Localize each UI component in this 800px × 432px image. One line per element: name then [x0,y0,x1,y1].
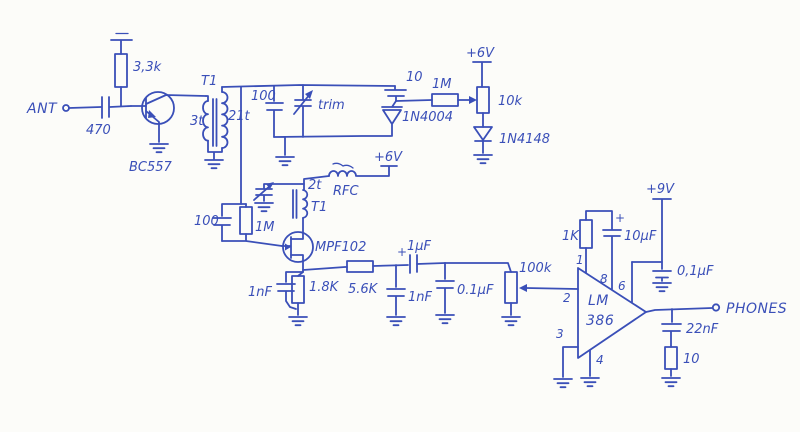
t1-primary-coil [202,100,209,142]
label-1n4148: 1N4148 [499,132,550,147]
label-10pf: 10 [406,70,423,85]
pot-100k [504,271,518,304]
gate-resistor-1m [239,206,253,235]
tuning-voltage: 1M +6V 10k 1N4148 [395,46,550,165]
capacitor-1nf-filter [386,264,406,316]
label-2t: 2t [308,178,322,193]
rfc-scribble [332,162,354,169]
capacitor-10uf [585,210,622,290]
diode-1n4148 [473,126,493,154]
label-3k3: 3,3k [133,60,162,75]
label-1k8: 1.8K [309,280,340,295]
label-10k: 10k [498,94,523,109]
resistor-10 [664,346,678,370]
wiper-arrow-100k [519,284,527,292]
opamp-triangle [577,267,647,359]
label-pin2: 2 [563,291,571,305]
resistor-5k6 [346,260,374,273]
tickler-core [292,189,298,219]
output-section: PHONES 22nF 10 [645,301,787,388]
tickler-coil [302,189,309,219]
label-1m: 1M [432,77,452,92]
label-phones: PHONES [726,301,787,317]
capacitor-01uf-supply [652,261,672,282]
regen-stage: +6V RFC 2t T1 100 1M MPF102 [194,150,403,273]
label-9v: +9V [646,182,675,197]
label-6v-tune: +6V [466,46,495,61]
label-pin4: 4 [596,353,604,367]
label-lm: LM [588,293,609,309]
label-mpf102: MPF102 [315,240,366,255]
label-1nf-filter: 1nF [408,290,433,305]
label-100-tank: 100 [251,89,276,104]
throttle-trimmer [255,183,305,202]
label-rfc: RFC [333,184,360,199]
capacitor-22nf [661,308,682,348]
t1-secondary-coil [221,91,229,149]
label-1nf-source: 1nF [248,285,273,300]
pnp-arrow [148,110,156,118]
diode-1n4004 [381,100,403,108]
resistor-1m [431,93,459,107]
fet-mpf102 [282,231,314,263]
gate-arrow [285,243,291,251]
label-pin3: 3 [556,327,564,341]
capacitor-1uf [409,254,418,274]
label-100k: 100k [519,261,552,276]
antenna-input: ANT 470 [26,96,132,138]
capacitor-100-tank [265,85,284,138]
capacitor-01uf-audio [435,262,455,314]
rfc-coil [328,170,357,177]
label-trim: trim [318,98,345,113]
label-21t: 21t [228,109,251,124]
phones-terminal [711,303,721,312]
label-01uf-audio: 0.1μF [457,283,494,298]
transformer-t1: T1 3t 21t [190,74,251,170]
resistor-1k8 [291,275,305,304]
label-1k: 1K [562,229,580,244]
capacitor-10 [384,85,407,102]
tank-circuit: 100 trim 10 1N4004 [221,70,453,205]
pot-10k [476,86,490,114]
label-ant: ANT [26,101,58,117]
lm386-amplifier: LM 386 1 1K + 10μF 8 6 +9V 0,1μF 2 3 4 [553,182,714,389]
label-470: 470 [86,123,111,138]
capacitor-470 [101,96,110,119]
resistor-3k3 [114,53,128,88]
label-10uf-plus: + [615,211,625,225]
label-t1: T1 [201,74,217,89]
label-1uf: 1μF [407,239,432,254]
label-100-gate: 100 [194,214,219,229]
gate-cap-100 [212,203,247,242]
resistor-1k-gain [579,219,593,249]
trimmer-cap [294,84,312,138]
transistor-bc557: BC557 [129,91,207,175]
t1-core [212,98,218,147]
label-386: 386 [586,313,614,329]
label-01uf-supply: 0,1μF [677,264,714,279]
label-6v-regen: +6V [374,150,403,165]
label-22nf: 22nF [686,322,719,337]
audio-filter: 1nF 1.8K 5.6K 1nF + 1μF 0.1μF 100k [248,239,579,327]
label-pin8: 8 [600,272,608,286]
label-pin6: 6 [618,279,626,293]
capacitor-1nf-source [276,271,304,310]
label-bc557: BC557 [129,160,173,175]
label-1m-gate: 1M [255,220,275,235]
bias-resistor: 3,3k [110,32,162,107]
label-10uf: 10μF [624,229,657,244]
label-3t: 3t [190,114,204,129]
label-5k6: 5.6K [348,282,379,297]
label-1uf-plus: + [397,245,407,259]
label-pin1: 1 [576,253,584,267]
wiper-arrow-10k [469,96,477,104]
label-t1-tickler: T1 [311,200,327,215]
label-1n4004: 1N4004 [402,110,453,125]
label-10ohm: 10 [683,352,700,367]
